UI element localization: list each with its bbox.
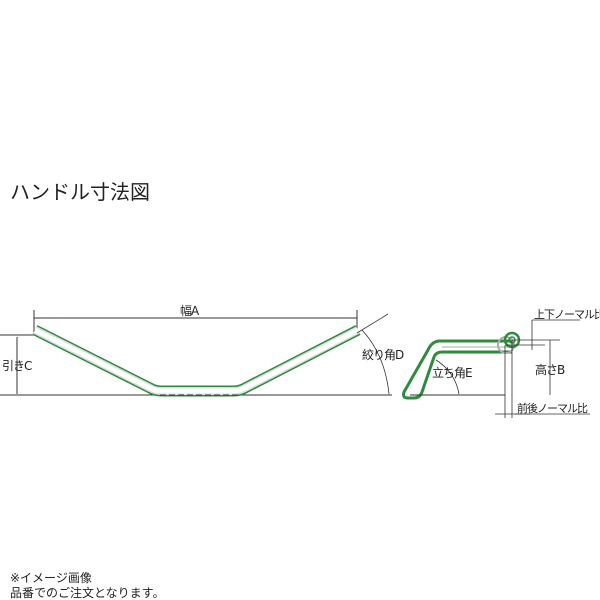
handlebar-front-view [32, 325, 361, 397]
label-sweep-angle: 絞り角D [362, 348, 404, 362]
footer-note-order: 品番でのご注文となります。 [10, 586, 165, 600]
diagram-title: ハンドル寸法図 [10, 180, 150, 204]
handlebar-side-view [402, 339, 512, 400]
label-rise-angle: 立ち角E [432, 366, 473, 380]
handlebar-front-fill [33, 327, 360, 394]
label-vertical-offset: 上下ノーマル比 [534, 308, 600, 321]
label-pullback: 引きC [2, 359, 32, 373]
sweep-angle-arc [361, 329, 390, 395]
label-height: 高さB [535, 363, 565, 377]
footer-note-image: ※イメージ画像 [10, 571, 92, 585]
label-width: 幅A [180, 304, 199, 318]
label-fore-aft-offset: 前後ノーマル比 [517, 402, 588, 415]
sweep-angle-line [356, 313, 389, 334]
rise-angle-arc [435, 359, 460, 395]
